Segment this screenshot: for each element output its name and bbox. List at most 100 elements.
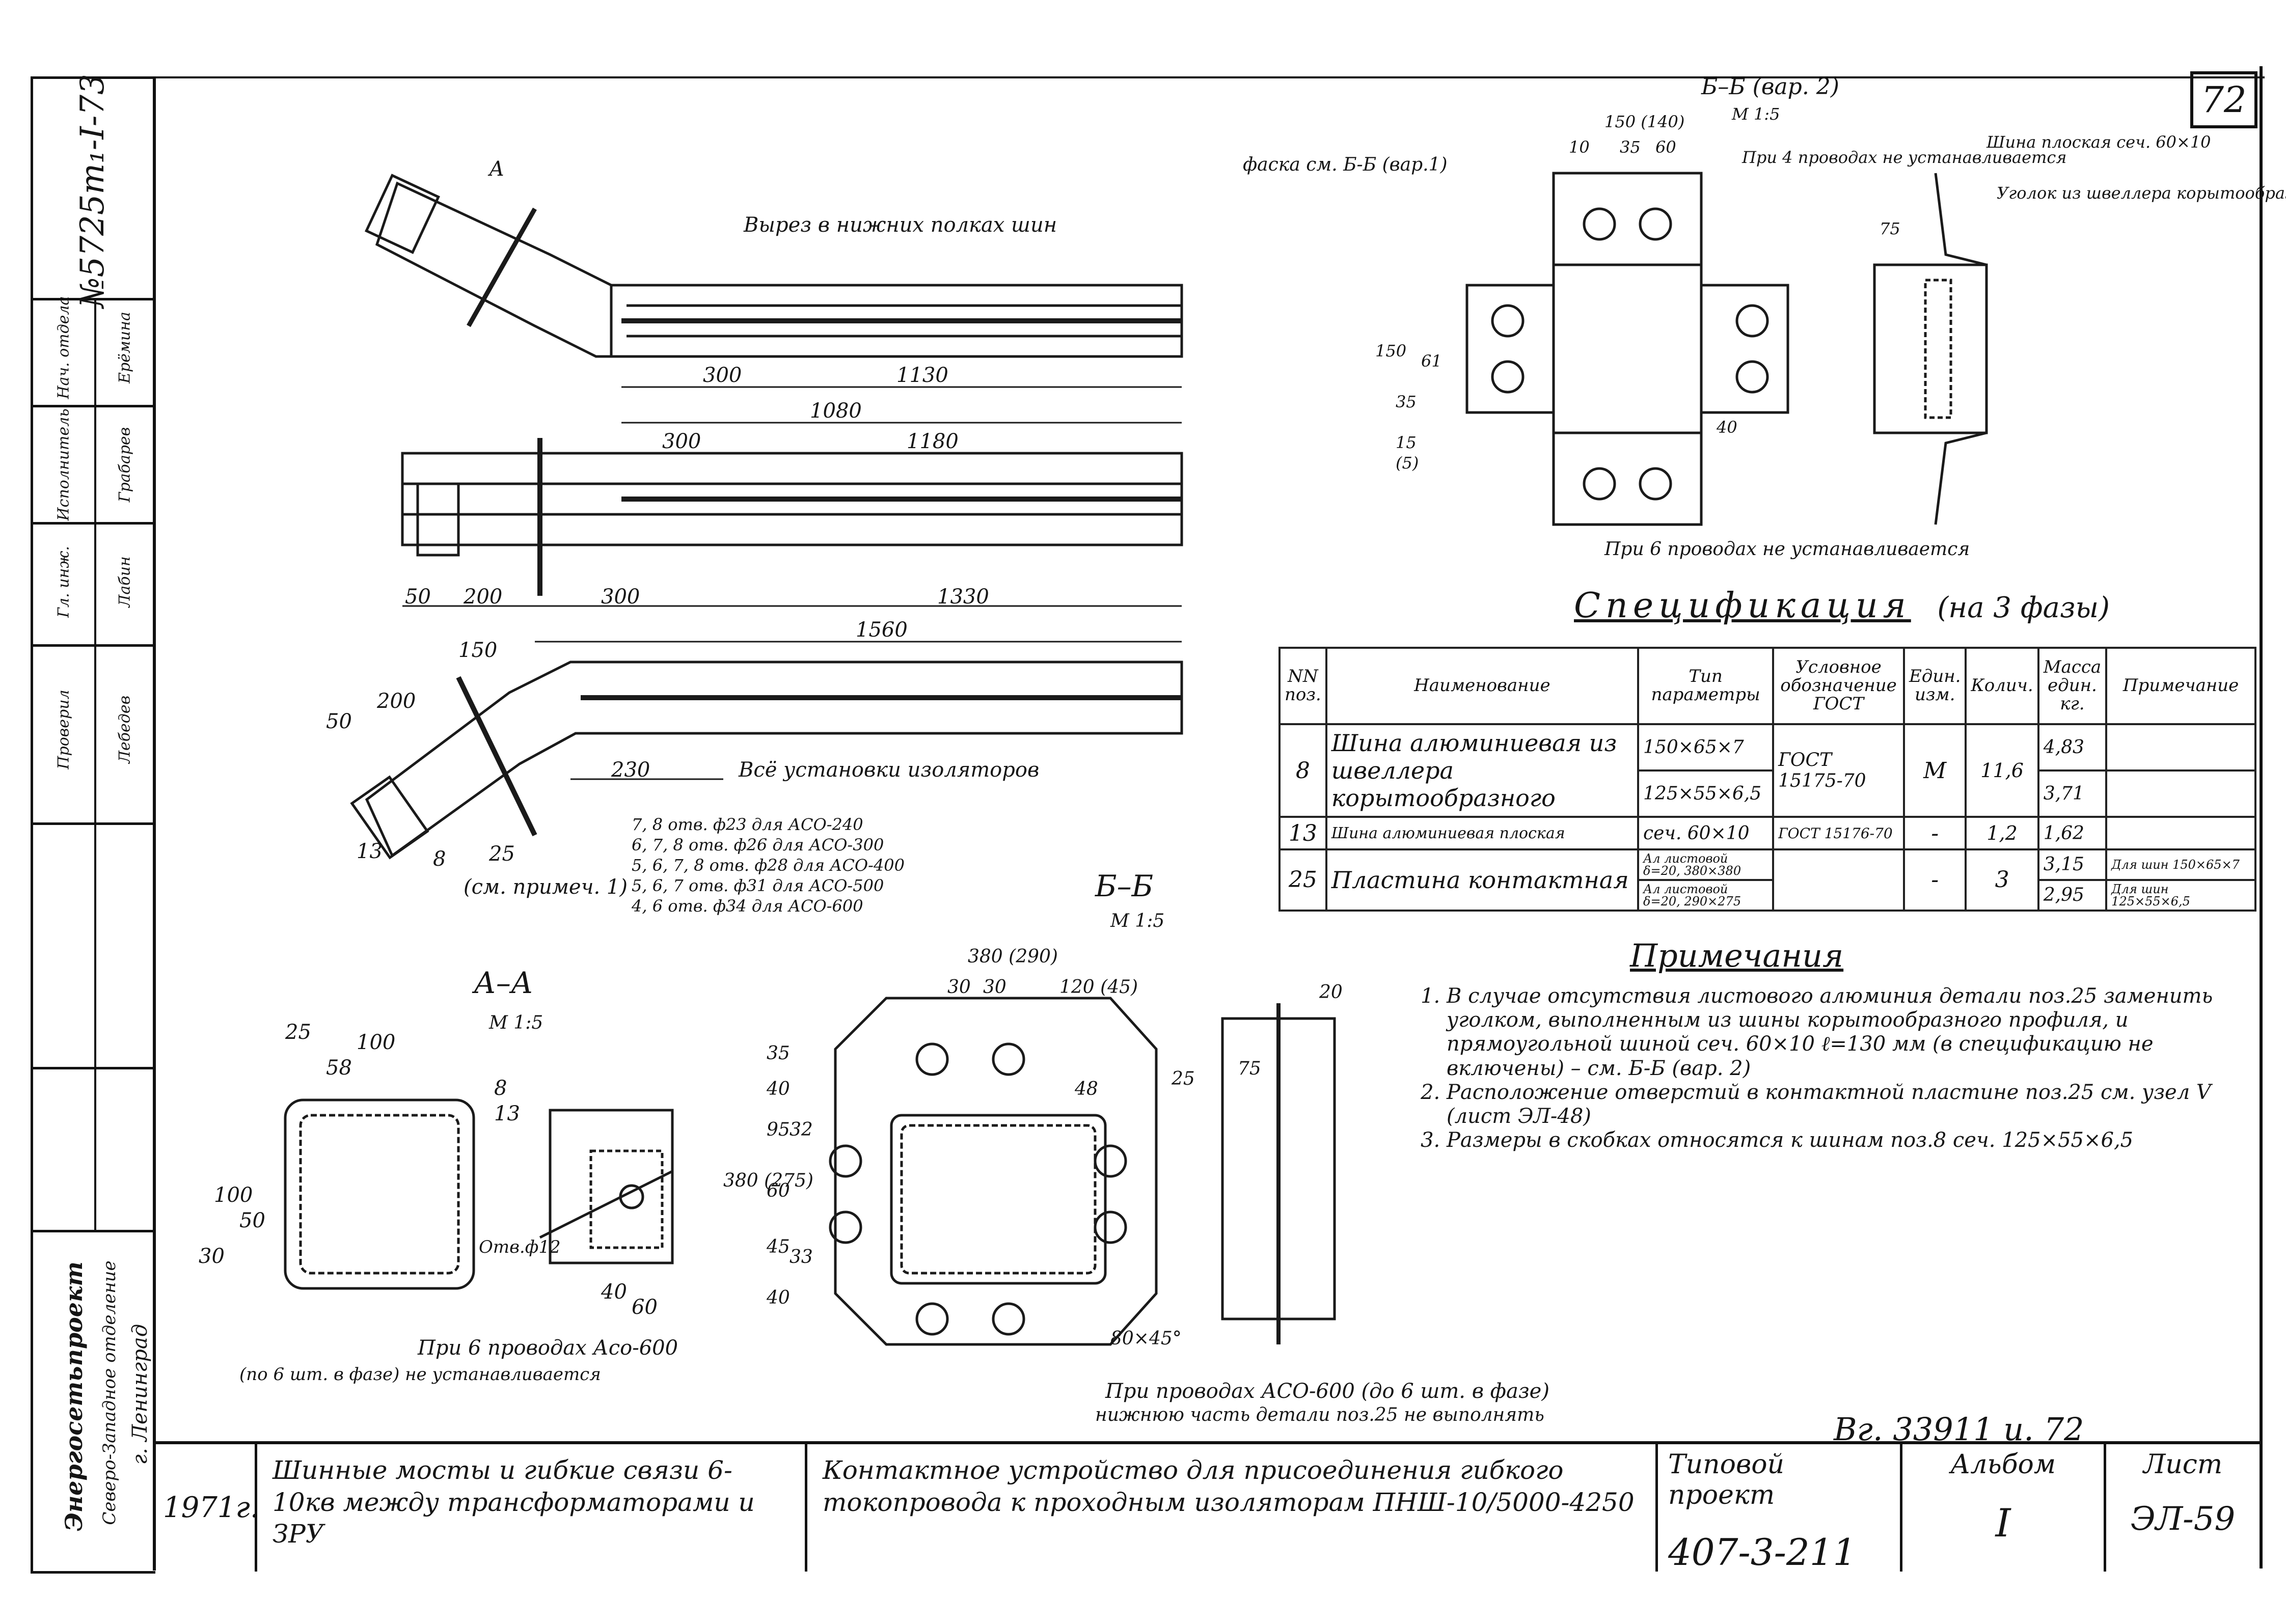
middle-bus-view [401, 438, 1183, 596]
bb-dim-12: 32 [790, 1119, 813, 1140]
bb-dim-16: 20 [1319, 982, 1343, 1003]
section-aa-view [284, 1098, 674, 1290]
spec-type-25a: Ал листовой δ=20, 380×380 [1637, 848, 1775, 881]
spec-note-25b: Для шин 125×55×6,5 [2105, 878, 2256, 912]
spec-row-8b: 125×55×6,5 3,71 [1280, 769, 2256, 818]
section-bb2-title: Б–Б (вар. 2) [1701, 74, 1839, 100]
bb2-note-bottom: При 6 проводах не устанавливается [1604, 539, 1970, 560]
spec-mass-25b: 2,95 [2037, 878, 2108, 912]
spec-qty-25: 3 [1965, 848, 2039, 912]
spec-h-mass: Масса един. кг. [2037, 647, 2108, 725]
spec-note-8b [2105, 769, 2256, 818]
title-block: 1971г. Шинные мосты и гибкие связи 6-10к… [153, 1441, 2262, 1574]
dim-top-1: 300 [703, 364, 742, 387]
bb2-label-2: Уголок из швеллера корытообразного [1997, 183, 2286, 203]
spec-type-13: сеч. 60×10 [1637, 816, 1775, 850]
spec-h-note: Примечание [2105, 647, 2256, 725]
notes-title: Примечания [1630, 937, 1844, 974]
top-dim-lines [402, 386, 1182, 780]
bb-dim-18: 80×45° [1110, 1328, 1182, 1349]
dim-mid-6: 1330 [937, 585, 989, 609]
tb-sheet: Лист ЭЛ-59 [2104, 1444, 2260, 1572]
callout-25: 25 [488, 842, 515, 866]
spec-table: NN поз. Наименование Тип параметры Услов… [1278, 647, 2256, 912]
bb-dim-11: 380 (275) [723, 1170, 813, 1191]
spec-note-13 [2105, 816, 2256, 850]
aa-dim-1: 25 [285, 1021, 311, 1044]
tb-project-title: Шинные мосты и гибкие связи 6-10кв между… [255, 1444, 805, 1572]
tb-sheet-title: Контактное устройство для присоединения … [805, 1444, 1655, 1572]
spec-subtitle: (на 3 фазы) [1937, 591, 2110, 624]
bb-dim-4: 120 (45) [1059, 977, 1138, 998]
spec-title: Спецификация (на 3 фазы) [1574, 586, 2110, 626]
callout-note: (см. примеч. 1) [464, 875, 628, 899]
stamp-vline [94, 298, 96, 1230]
bb2-dim-3: 35 [1620, 137, 1641, 157]
bb-dim-2: 30 [947, 977, 971, 998]
bb2-dim-7: 35 [1396, 392, 1417, 411]
dim-bot-2: 150 [458, 639, 497, 662]
note-item-2: Расположение отверстий в контактной плас… [1447, 1081, 2251, 1128]
sheet-number: 72 [2190, 71, 2257, 128]
section-bb2-scale: М 1:5 [1731, 104, 1780, 124]
spec-title-main: Спецификация [1574, 586, 1911, 626]
holes-note-4: 5, 6, 7 отв. ф31 для АСО-500 [632, 876, 884, 895]
bb-dim-1: 380 (290) [968, 946, 1058, 967]
dim-top-3: 1080 [810, 399, 862, 423]
spec-h-type: Тип параметры [1637, 647, 1775, 725]
holes-note-3: 5, 6, 7, 8 отв. ф28 для АСО-400 [632, 856, 905, 875]
spec-mass-13: 1,62 [2037, 816, 2108, 850]
bb2-dim-6: 61 [1421, 351, 1442, 371]
bb-dim-14: 48 [1074, 1079, 1098, 1099]
spec-mass-25a: 3,15 [2037, 848, 2108, 881]
spec-h-qty: Колич. [1965, 647, 2039, 725]
callout-8: 8 [433, 847, 446, 871]
dim-mid-5: 300 [601, 585, 640, 609]
bb2-label-1: Шина плоская сеч. 60×10 [1986, 132, 2211, 152]
bb-dim-6: 40 [766, 1079, 790, 1099]
spec-qty-13: 1,2 [1965, 816, 2039, 850]
aa-dim-8: 60 [632, 1296, 658, 1319]
aa-dim-2: 100 [357, 1031, 395, 1054]
left-stamp: №5725т₁-I-73 Нач. отдела Ерёмина Исполни… [31, 74, 155, 1574]
spec-row-25a: 25 Пластина контактная Ал листовой δ=20,… [1278, 848, 2256, 912]
aa-hole: Отв.ф12 [479, 1237, 561, 1257]
bb-note: При проводах АСО-600 (до 6 шт. в фазе) [1105, 1380, 1549, 1403]
spec-gost-8: ГОСТ 15175-70 [1772, 723, 1905, 818]
dim-mid-1: 300 [662, 430, 701, 453]
dim-mid-2: 1180 [907, 430, 959, 453]
bb2-note-top: фаска см. Б-Б (вар.1) [1243, 154, 1448, 175]
spec-pos-8: 8 [1278, 723, 1327, 818]
top-bus-view [365, 174, 1183, 358]
top-note: Вырез в нижних полках шин [743, 213, 1057, 237]
bb-dim-17: 75 [1238, 1058, 1261, 1079]
section-a-label: А [487, 157, 504, 181]
spec-mass-8a: 4,83 [2037, 723, 2108, 772]
aa-dim-7: 40 [601, 1280, 627, 1304]
spec-h-unit: Един. изм. [1902, 647, 1967, 725]
bb-dim-10: 40 [766, 1287, 790, 1308]
tb-album-value: I [1995, 1500, 2011, 1546]
spec-gost-25 [1772, 848, 1905, 912]
spec-pos-25: 25 [1278, 848, 1327, 912]
spec-note-25a: Для шин 150×65×7 [2105, 848, 2256, 881]
spec-row-25b: Ал листовой δ=20, 290×275 2,95 Для шин 1… [1280, 878, 2256, 912]
dim-mid-3: 50 [405, 585, 431, 609]
dim-bot-5: 230 [611, 758, 650, 782]
spec-row-8a: 8 Шина алюминиевая из швеллера корытообр… [1278, 723, 2256, 818]
bb2-dim-10: 40 [1716, 418, 1737, 437]
aa-note: При 6 проводах Асо-600 [417, 1336, 678, 1360]
bb2-dim-11: 75 [1880, 219, 1900, 238]
bb-dim-7: 95 [767, 1119, 790, 1140]
tb-sheet-value: ЭЛ-59 [2130, 1500, 2236, 1538]
spec-note-8a [2105, 723, 2256, 772]
section-bb-view [829, 997, 1336, 1346]
spec-type-25b: Ал листовой δ=20, 290×275 [1637, 878, 1775, 912]
spec-qty-8: 11,6 [1965, 723, 2039, 818]
tb-sheet-label: Лист [2143, 1449, 2223, 1480]
bb2-dim-1: 150 (140) [1604, 112, 1684, 131]
spec-mass-8b: 3,71 [2037, 769, 2108, 818]
dim-top-2: 1130 [896, 364, 948, 387]
notes: Примечания В случае отсутствия листового… [1411, 937, 2251, 1152]
bb2-note-right: При 4 проводах не устанавливается [1741, 148, 2066, 167]
